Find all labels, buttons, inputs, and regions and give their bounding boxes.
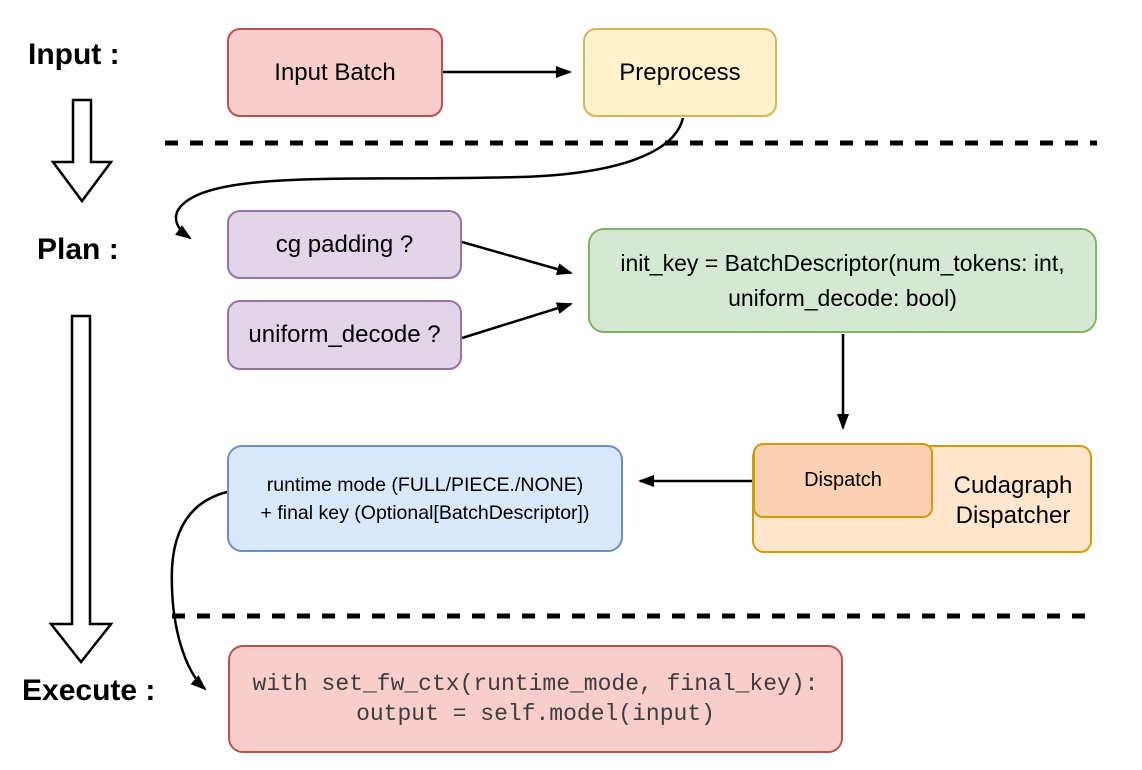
node-runtime-mode: runtime mode (FULL/PIECE./NONE) + final …	[227, 445, 623, 552]
arrow-cgpadding-to-initkey	[461, 240, 573, 275]
cudagraph-label-line2: Dispatcher	[955, 502, 1071, 529]
node-cg-padding: cg padding ?	[227, 210, 462, 279]
stage-arrow-input-to-plan	[50, 98, 114, 204]
node-dispatch-label: Dispatch	[804, 469, 882, 492]
section-label-plan: Plan :	[37, 233, 119, 266]
node-init-key-line1: init_key = BatchDescriptor(num_tokens: i…	[620, 249, 1065, 276]
stage-arrow-plan-to-execute	[48, 314, 114, 665]
node-init-key-line2: uniform_decode: bool)	[728, 284, 957, 311]
node-runtime-mode-line1: runtime mode (FULL/PIECE./NONE)	[266, 473, 584, 496]
section-label-execute: Execute :	[22, 674, 156, 707]
node-runtime-mode-line2: + final key (Optional[BatchDescriptor])	[260, 501, 590, 524]
arrow-uniformdecode-to-initkey	[461, 302, 573, 340]
node-preprocess: Preprocess	[583, 28, 777, 117]
node-cudagraph-dispatcher-label: Cudagraph Dispatcher	[933, 471, 1093, 531]
node-preprocess-label: Preprocess	[619, 58, 741, 86]
cudagraph-label-line1: Cudagraph	[953, 472, 1073, 499]
node-execute-code: with set_fw_ctx(runtime_mode, final_key)…	[228, 645, 843, 753]
arrow-preprocess-to-cgpadding	[174, 117, 685, 240]
node-input-batch-label: Input Batch	[274, 58, 396, 86]
node-uniform-decode-label: uniform_decode ?	[248, 321, 441, 349]
section-label-input: Input :	[28, 38, 120, 71]
node-uniform-decode: uniform_decode ?	[227, 300, 462, 370]
execute-code-line1: with set_fw_ctx(runtime_mode, final_key)…	[252, 671, 819, 697]
node-input-batch: Input Batch	[227, 28, 443, 117]
node-dispatch: Dispatch	[753, 443, 933, 518]
node-cg-padding-label: cg padding ?	[275, 230, 414, 258]
arrow-runtimemode-to-executecode	[170, 490, 228, 691]
execute-code-line2: output = self.model(input)	[356, 701, 715, 727]
node-init-key: init_key = BatchDescriptor(num_tokens: i…	[588, 228, 1097, 333]
